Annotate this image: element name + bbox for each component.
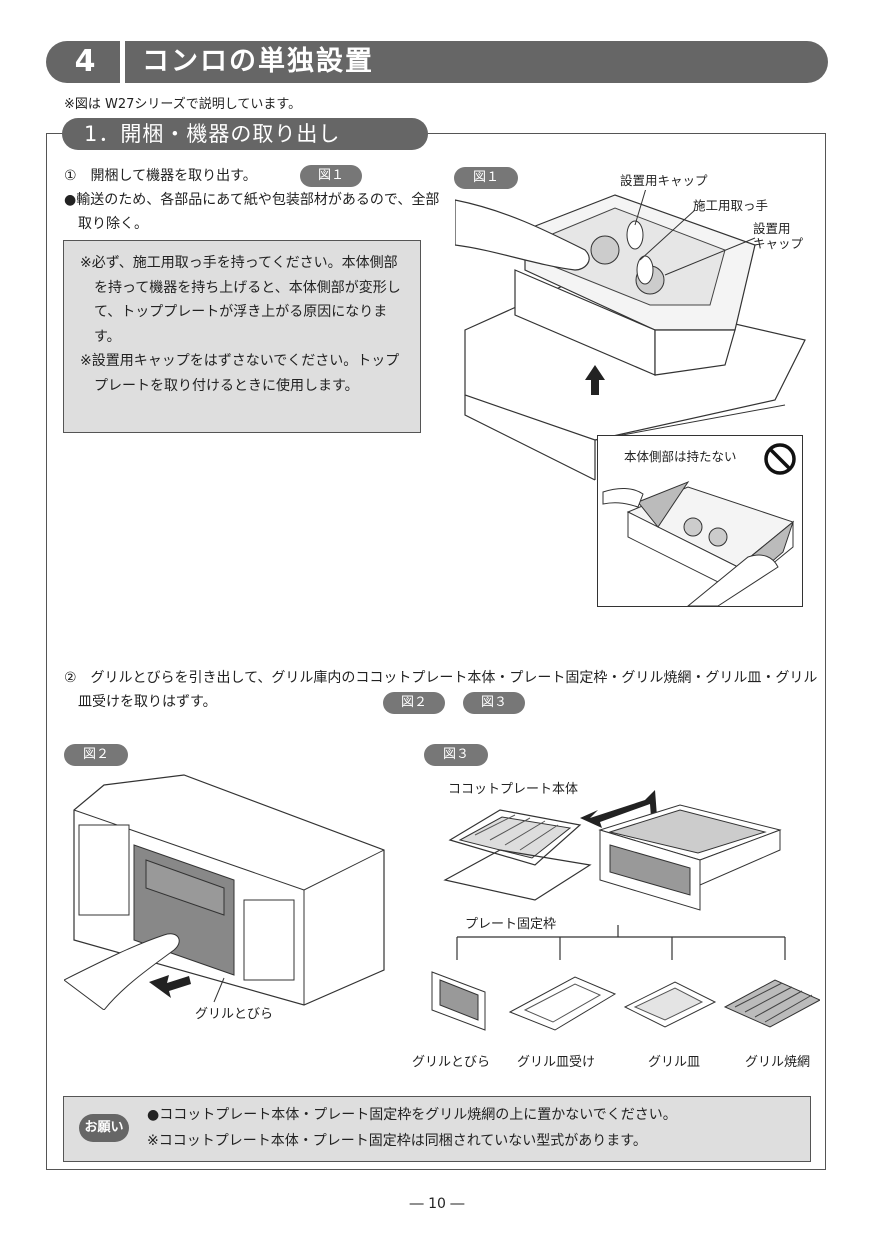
fig2-tag: 図２ xyxy=(64,744,128,766)
fig3-tree-lines xyxy=(456,925,786,960)
fig1-illustration xyxy=(455,190,806,481)
series-note: ※図は W27シリーズで説明しています。 xyxy=(64,97,302,112)
fig3-parts-illustration xyxy=(431,971,820,1031)
notice-line-1: ●ココットプレート本体・プレート固定枠をグリル焼網の上に置かないでください。 xyxy=(147,1107,677,1123)
warning-1: ※必ず、施工用取っ手を持ってください。本体側部を持って機器を持ち上げると、本体側… xyxy=(80,255,401,345)
warning-box: ※必ず、施工用取っ手を持ってください。本体側部を持って機器を持ち上げると、本体側… xyxy=(63,240,421,433)
fig2-ref-badge: 図２ xyxy=(383,692,445,714)
step1-bullet: ●輸送のため、各部品にあて紙や包装部材があるので、全部取り除く。 xyxy=(64,192,440,232)
part-label-grill-net: グリル焼網 xyxy=(745,1055,811,1070)
step1-text: ① 開梱して機器を取り出す。 xyxy=(64,168,257,184)
notice-badge: お願い xyxy=(79,1114,129,1142)
label-cap2b: キャップ xyxy=(753,236,804,251)
label-cap1: 設置用キャップ xyxy=(620,173,708,188)
section-title: 1．開梱・機器の取り出し xyxy=(62,118,428,150)
section-frame xyxy=(46,133,826,1170)
fig3-top-illustration xyxy=(443,790,782,911)
fig3-label-cocotte: ココットプレート本体 xyxy=(448,782,579,797)
part-label-dish: グリル皿 xyxy=(648,1055,701,1070)
fig3-tag: 図３ xyxy=(424,744,488,766)
chapter-title: コンロの単独設置 xyxy=(142,46,374,77)
chapter-number: 4 xyxy=(52,44,118,80)
label-cap2a: 設置用 xyxy=(753,221,791,236)
fig3-label-frame: プレート固定枠 xyxy=(465,917,557,932)
part-label-door: グリルとびら xyxy=(412,1055,491,1070)
fig1-ref-badge: 図１ xyxy=(300,165,362,187)
notice-box xyxy=(63,1096,811,1162)
prohibited-icon xyxy=(764,443,796,475)
label-handle: 施工用取っ手 xyxy=(693,198,769,213)
warning-2: ※設置用キャップをはずさないでください。トッププレートを取り付けるときに使用しま… xyxy=(80,353,400,394)
inset-illustration xyxy=(602,480,795,606)
fig2-label: グリルとびら xyxy=(195,1007,274,1022)
fig1-tag: 図１ xyxy=(454,167,518,189)
page-number: ― 10 ― xyxy=(409,1196,465,1212)
fig2-illustration xyxy=(64,774,385,1010)
part-label-dish-holder: グリル皿受け xyxy=(517,1055,596,1070)
notice-line-2: ※ココットプレート本体・プレート固定枠は同梱されていない型式があります。 xyxy=(147,1133,647,1149)
fig1-inset: 本体側部は持たない xyxy=(597,435,803,607)
fig3-ref-badge: 図３ xyxy=(463,692,525,714)
chapter-header xyxy=(46,41,828,83)
step2-text: ② グリルとびらを引き出して、グリル庫内のココットプレート本体・プレート固定枠・… xyxy=(64,670,818,710)
chapter-separator xyxy=(120,41,125,83)
inset-label: 本体側部は持たない xyxy=(624,449,737,464)
